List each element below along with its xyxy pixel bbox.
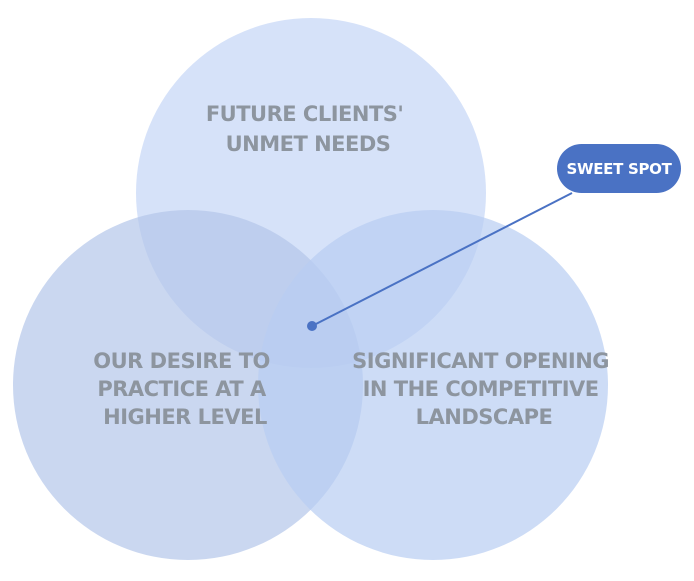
label-competitive-opening-line-2: IN THE COMPETITIVE bbox=[363, 377, 599, 401]
label-our-desire-line-2: PRACTICE AT A bbox=[97, 377, 267, 401]
label-our-desire-line-3: HIGHER LEVEL bbox=[103, 405, 267, 429]
label-competitive-opening-line-3: LANDSCAPE bbox=[416, 405, 553, 429]
sweet-spot-connector bbox=[311, 192, 573, 327]
label-future-clients-line-2: UNMET NEEDS bbox=[226, 132, 391, 156]
sweet-spot-label: SWEET SPOT bbox=[566, 160, 672, 178]
label-future-clients: FUTURE CLIENTS' UNMET NEEDS bbox=[206, 102, 410, 156]
sweet-spot-pill bbox=[557, 144, 681, 193]
label-our-desire-line-1: OUR DESIRE TO bbox=[93, 349, 270, 373]
circle-our-desire bbox=[13, 210, 363, 560]
sweet-spot-callout: SWEET SPOT bbox=[557, 144, 681, 193]
sweet-spot-dot bbox=[307, 321, 317, 331]
label-our-desire: OUR DESIRE TO PRACTICE AT A HIGHER LEVEL bbox=[93, 349, 276, 429]
circle-competitive-opening bbox=[258, 210, 608, 560]
label-competitive-opening-line-1: SIGNIFICANT OPENING bbox=[352, 349, 609, 373]
label-future-clients-line-1: FUTURE CLIENTS' bbox=[206, 102, 404, 126]
label-competitive-opening: SIGNIFICANT OPENING IN THE COMPETITIVE L… bbox=[352, 349, 616, 429]
